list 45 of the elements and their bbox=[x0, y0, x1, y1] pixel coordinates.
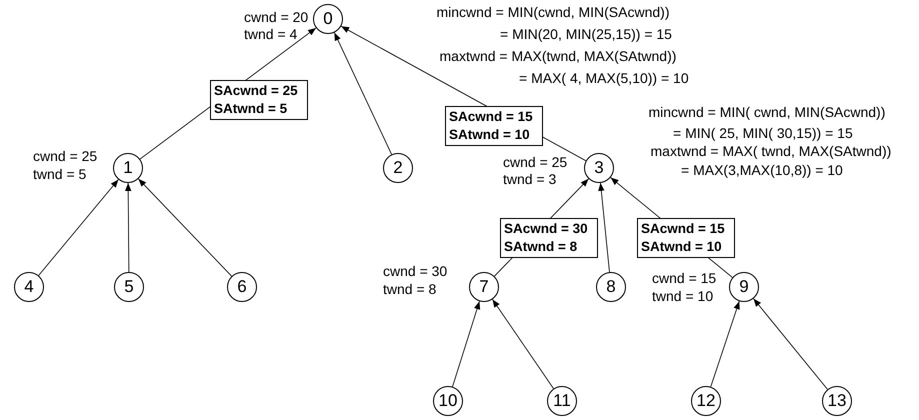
tree-node-circle: 8 bbox=[596, 272, 626, 302]
formula-text: mincwnd = MIN(cwnd, MIN(SAcwnd)) bbox=[436, 4, 670, 21]
tree-node-circle: 3 bbox=[584, 153, 614, 183]
arrow bbox=[334, 32, 392, 155]
node-annotation: twnd = 3 bbox=[503, 171, 556, 188]
node-annotation: twnd = 4 bbox=[244, 26, 298, 43]
node-annotation: cwnd = 30 bbox=[383, 263, 448, 280]
tree-node-circle: 6 bbox=[227, 272, 257, 302]
node-annotation: cwnd = 25 bbox=[503, 154, 568, 171]
formula-text: = MIN( 25, MIN( 30,15)) = 15 bbox=[673, 125, 853, 142]
tree-node-circle: 11 bbox=[547, 386, 577, 416]
node-annotation: twnd = 10 bbox=[652, 288, 714, 305]
edge-label: SAcwnd = 15 SAtwnd = 10 bbox=[637, 218, 735, 258]
arrow bbox=[452, 300, 480, 388]
tree-node-circle: 1 bbox=[113, 153, 143, 183]
tree-node-circle: 5 bbox=[114, 272, 144, 302]
arrow bbox=[38, 179, 119, 276]
formula-text: mincwnd = MIN( cwnd, MIN(SAcwnd)) bbox=[648, 104, 886, 121]
edge-label: SAcwnd = 25 SAtwnd = 5 bbox=[210, 80, 308, 120]
formula-text: maxtwnd = MAX( twnd, MAX(SAtwnd)) bbox=[650, 143, 892, 160]
arrow bbox=[125, 182, 132, 272]
tree-node-circle: 9 bbox=[729, 272, 759, 302]
formula-text: = MAX( 4, MAX(5,10)) = 10 bbox=[519, 70, 689, 87]
tree-node-circle: 0 bbox=[313, 4, 343, 34]
tree-node-circle: 10 bbox=[433, 386, 463, 416]
formula-text: = MAX(3,MAX(10,8)) = 10 bbox=[681, 162, 843, 179]
tree-node-circle: 13 bbox=[822, 386, 852, 416]
arrow bbox=[492, 298, 554, 390]
formula-text: maxtwnd = MAX(twnd, MAX(SAtwnd)) bbox=[440, 48, 676, 65]
node-annotation: cwnd = 25 bbox=[33, 148, 98, 165]
node-annotation: twnd = 8 bbox=[383, 281, 436, 298]
arrow bbox=[753, 298, 828, 390]
edge-label: SAcwnd = 30 SAtwnd = 8 bbox=[500, 218, 598, 258]
edge-label: SAcwnd = 15 SAtwnd = 10 bbox=[445, 106, 543, 146]
node-annotation: cwnd = 20 bbox=[244, 9, 308, 26]
formula-text: = MIN(20, MIN(25,15)) = 15 bbox=[500, 26, 672, 43]
arrow bbox=[598, 182, 610, 272]
arrow bbox=[138, 178, 232, 277]
node-annotation: cwnd = 15 bbox=[652, 270, 716, 287]
node-annotation: twnd = 5 bbox=[33, 166, 86, 183]
arrow bbox=[710, 300, 740, 388]
tree-node-circle: 2 bbox=[383, 153, 413, 183]
tree-node-circle: 4 bbox=[14, 272, 44, 302]
tree-node-circle: 7 bbox=[469, 272, 499, 302]
tree-node-circle: 12 bbox=[691, 386, 721, 416]
